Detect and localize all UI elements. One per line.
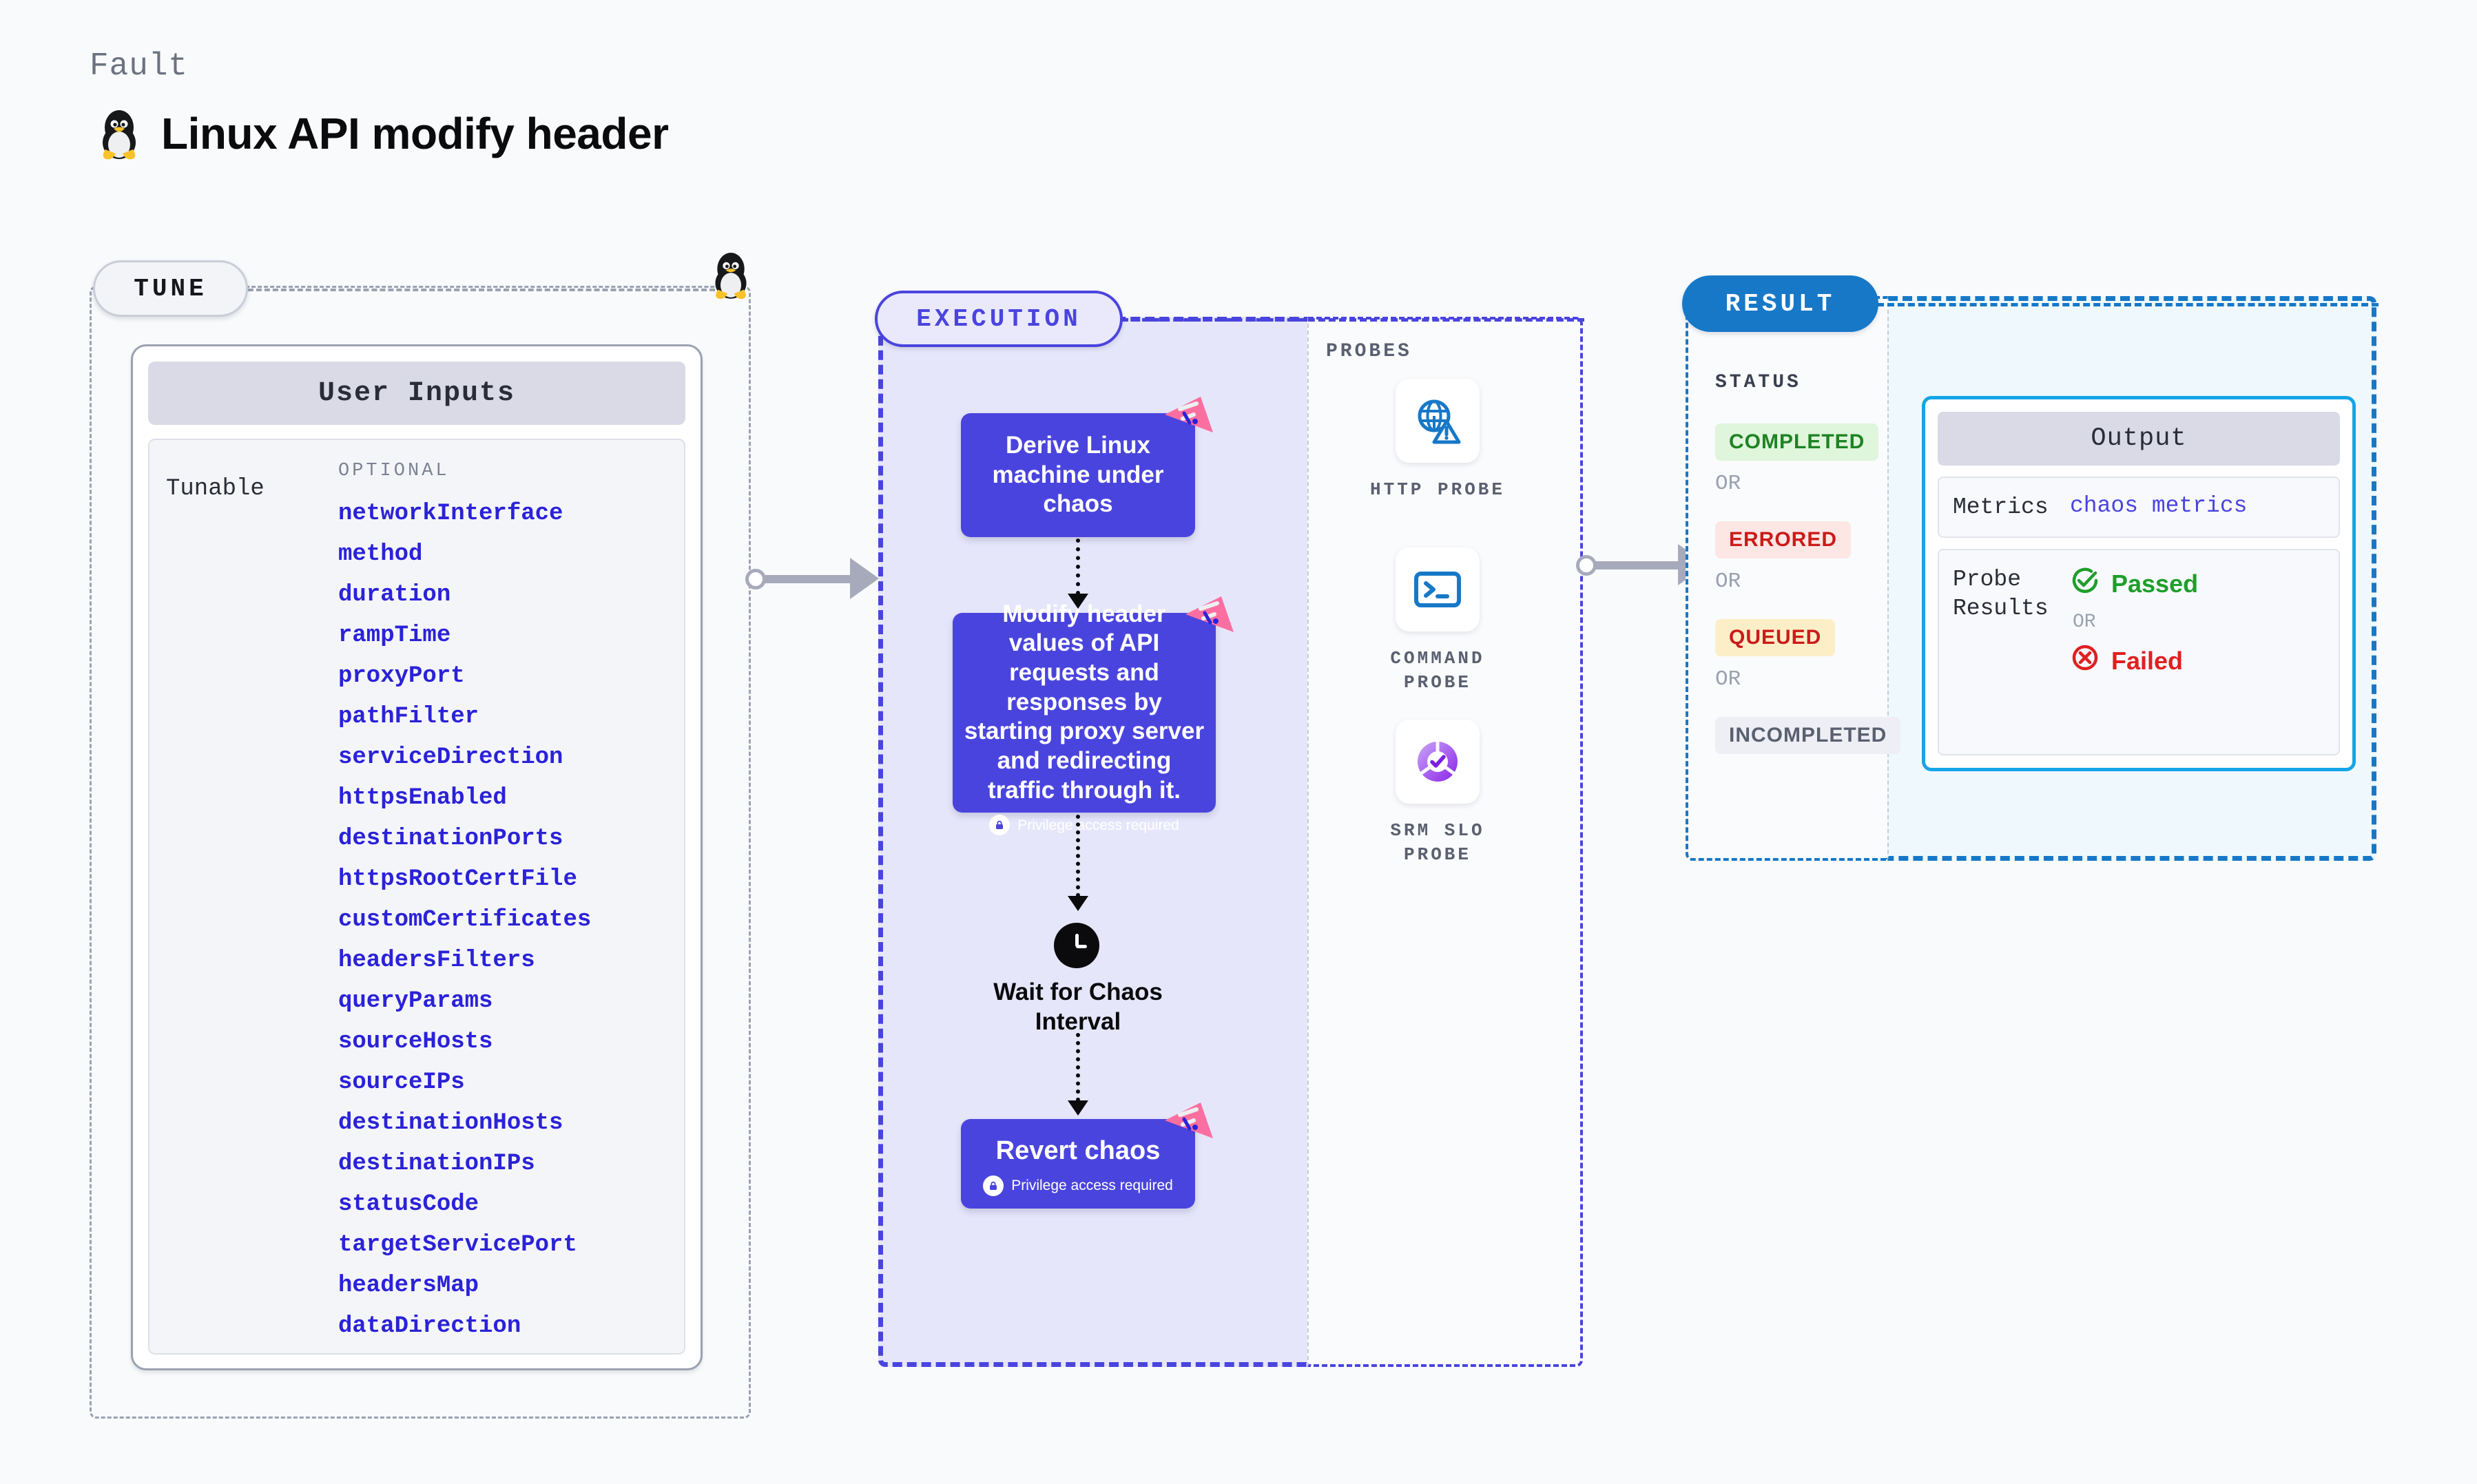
result-leader-line bbox=[1877, 303, 2378, 306]
status-badge: INCOMPLETED bbox=[1715, 717, 1901, 754]
page-eyebrow: Fault bbox=[90, 48, 189, 84]
status-badge: ERRORED bbox=[1715, 521, 1852, 558]
tunable-param[interactable]: destinationPorts bbox=[338, 826, 563, 852]
tunable-param[interactable]: destinationHosts bbox=[338, 1110, 563, 1136]
execution-pill: EXECUTION bbox=[875, 291, 1123, 347]
privilege-note-label: Privilege access required bbox=[1011, 1177, 1173, 1193]
failed-label: Failed bbox=[2111, 646, 2184, 675]
status-section-label: STATUS bbox=[1715, 372, 1801, 393]
tunable-param[interactable]: sourceHosts bbox=[338, 1029, 493, 1055]
result-pill: RESULT bbox=[1682, 275, 1878, 332]
page-title-row: Linux API modify header bbox=[96, 107, 669, 160]
flow-arrow-1 bbox=[1076, 539, 1080, 595]
globe-warning-icon bbox=[1396, 379, 1480, 463]
tunable-param[interactable]: destinationIPs bbox=[338, 1151, 535, 1177]
tunable-params-list: OPTIONAL networkInterface method duration r… bbox=[338, 461, 677, 1339]
tunable-param[interactable]: customCertificates bbox=[338, 907, 592, 933]
tunable-param[interactable]: serviceDirection bbox=[338, 744, 563, 771]
tune-zone bbox=[90, 286, 751, 1419]
output-card: Output Metrics chaos metrics Probe Resul… bbox=[1922, 396, 2356, 771]
privilege-note-label: Privilege access required bbox=[1017, 817, 1179, 833]
fault-ribbon-icon bbox=[1185, 596, 1234, 632]
tunable-param[interactable]: targetServicePort bbox=[338, 1232, 577, 1258]
x-circle-icon bbox=[2070, 642, 2100, 679]
fault-ribbon-icon bbox=[1165, 397, 1213, 432]
tunable-param[interactable]: rampTime bbox=[338, 623, 451, 649]
terminal-icon bbox=[1396, 547, 1480, 631]
tunable-params-body: Tunable OPTIONAL networkInterface method d… bbox=[148, 439, 685, 1355]
output-card-title: Output bbox=[1938, 412, 2340, 466]
privilege-note: Privilege access required bbox=[989, 815, 1179, 836]
lock-icon bbox=[989, 815, 1011, 836]
probe-results-or: OR bbox=[2073, 612, 2096, 634]
tune-leader-line bbox=[248, 289, 723, 291]
check-circle-icon bbox=[2070, 565, 2100, 602]
flow-arrowhead-1 bbox=[1068, 594, 1088, 609]
connector-tune-to-execution bbox=[745, 558, 890, 599]
execution-leader-line bbox=[1121, 318, 1584, 322]
wait-step-label: Wait for Chaos Interval bbox=[993, 979, 1163, 1035]
probe-item-http[interactable]: HTTP PROBE bbox=[1351, 379, 1524, 502]
execution-node-modify-header[interactable]: Modify header values of API requests and… bbox=[953, 596, 1234, 836]
output-row-metrics: Metrics chaos metrics bbox=[1938, 477, 2340, 539]
user-inputs-card: User Inputs Tunable OPTIONAL networkInte… bbox=[131, 344, 703, 1370]
privilege-note: Privilege access required bbox=[983, 1175, 1173, 1196]
tunable-param[interactable]: dataDirection bbox=[338, 1313, 521, 1339]
flow-arrow-2 bbox=[1076, 815, 1080, 897]
flow-arrowhead-3 bbox=[1068, 1100, 1088, 1116]
tunable-param[interactable]: duration bbox=[338, 582, 451, 608]
tunable-param[interactable]: statusCode bbox=[338, 1191, 479, 1217]
probe-item-command[interactable]: COMMAND PROBE bbox=[1351, 547, 1524, 695]
flow-arrowhead-2 bbox=[1068, 896, 1088, 911]
tunable-param[interactable]: networkInterface bbox=[338, 501, 563, 527]
status-badge: COMPLETED bbox=[1715, 424, 1879, 461]
tunable-param[interactable]: headersFilters bbox=[338, 948, 535, 974]
flow-arrow-3 bbox=[1076, 1033, 1080, 1102]
user-inputs-title: User Inputs bbox=[148, 362, 685, 425]
probe-item-srm-slo[interactable]: SRM SLO PROBE bbox=[1351, 720, 1524, 867]
probe-label: HTTP PROBE bbox=[1369, 479, 1506, 500]
probe-result-passed: Passed bbox=[2070, 565, 2198, 602]
execution-node-label: Revert chaos bbox=[995, 1136, 1161, 1165]
passed-label: Passed bbox=[2111, 569, 2199, 598]
tunable-param[interactable]: proxyPort bbox=[338, 663, 465, 689]
tunable-param[interactable]: headersMap bbox=[338, 1273, 479, 1299]
tux-penguin-icon bbox=[96, 107, 142, 160]
tunable-param[interactable]: sourceIPs bbox=[338, 1069, 465, 1096]
probes-section-label: PROBES bbox=[1326, 341, 1412, 362]
metrics-value[interactable]: chaos metrics bbox=[2070, 493, 2248, 519]
status-or-separator: OR bbox=[1715, 569, 1741, 594]
metrics-key: Metrics bbox=[1953, 494, 2049, 520]
optional-label: OPTIONAL bbox=[338, 461, 450, 481]
tunable-param[interactable]: pathFilter bbox=[338, 704, 479, 730]
tunable-param[interactable]: httpsRootCertFile bbox=[338, 866, 577, 892]
page-title: Linux API modify header bbox=[161, 109, 669, 158]
status-badge: QUEUED bbox=[1715, 619, 1836, 656]
execution-node-derive-machine[interactable]: Derive Linux machine under chaos bbox=[961, 397, 1213, 537]
slo-donut-check-icon bbox=[1396, 720, 1480, 804]
output-row-probe-results: Probe Results Passed OR bbox=[1938, 549, 2340, 756]
probe-result-failed: Failed bbox=[2070, 642, 2198, 679]
execution-node-label: Derive Linux machine under chaos bbox=[992, 431, 1164, 518]
tune-pill: TUNE bbox=[93, 260, 248, 317]
fault-ribbon-icon bbox=[1165, 1102, 1213, 1138]
tunable-param[interactable]: method bbox=[338, 541, 423, 567]
tunable-param[interactable]: queryParams bbox=[338, 988, 493, 1014]
execution-node-label: Modify header values of API requests and… bbox=[964, 600, 1205, 804]
execution-node-revert-chaos[interactable]: Revert chaos Privilege access required bbox=[961, 1102, 1213, 1209]
lock-icon bbox=[983, 1175, 1004, 1196]
tunable-group-label: Tunable bbox=[166, 476, 265, 502]
probe-results-key: Probe Results bbox=[1953, 567, 2049, 621]
status-or-separator: OR bbox=[1715, 667, 1741, 691]
probe-label: SRM SLO PROBE bbox=[1390, 820, 1485, 866]
probe-results-values: Passed OR Failed bbox=[2070, 565, 2198, 739]
tunable-param[interactable]: httpsEnabled bbox=[338, 785, 507, 811]
probe-label: COMMAND PROBE bbox=[1390, 648, 1485, 693]
probes-zone bbox=[1307, 317, 1583, 1367]
tux-border-icon bbox=[709, 249, 752, 304]
clock-icon bbox=[1054, 923, 1099, 968]
status-or-separator: OR bbox=[1715, 472, 1741, 496]
